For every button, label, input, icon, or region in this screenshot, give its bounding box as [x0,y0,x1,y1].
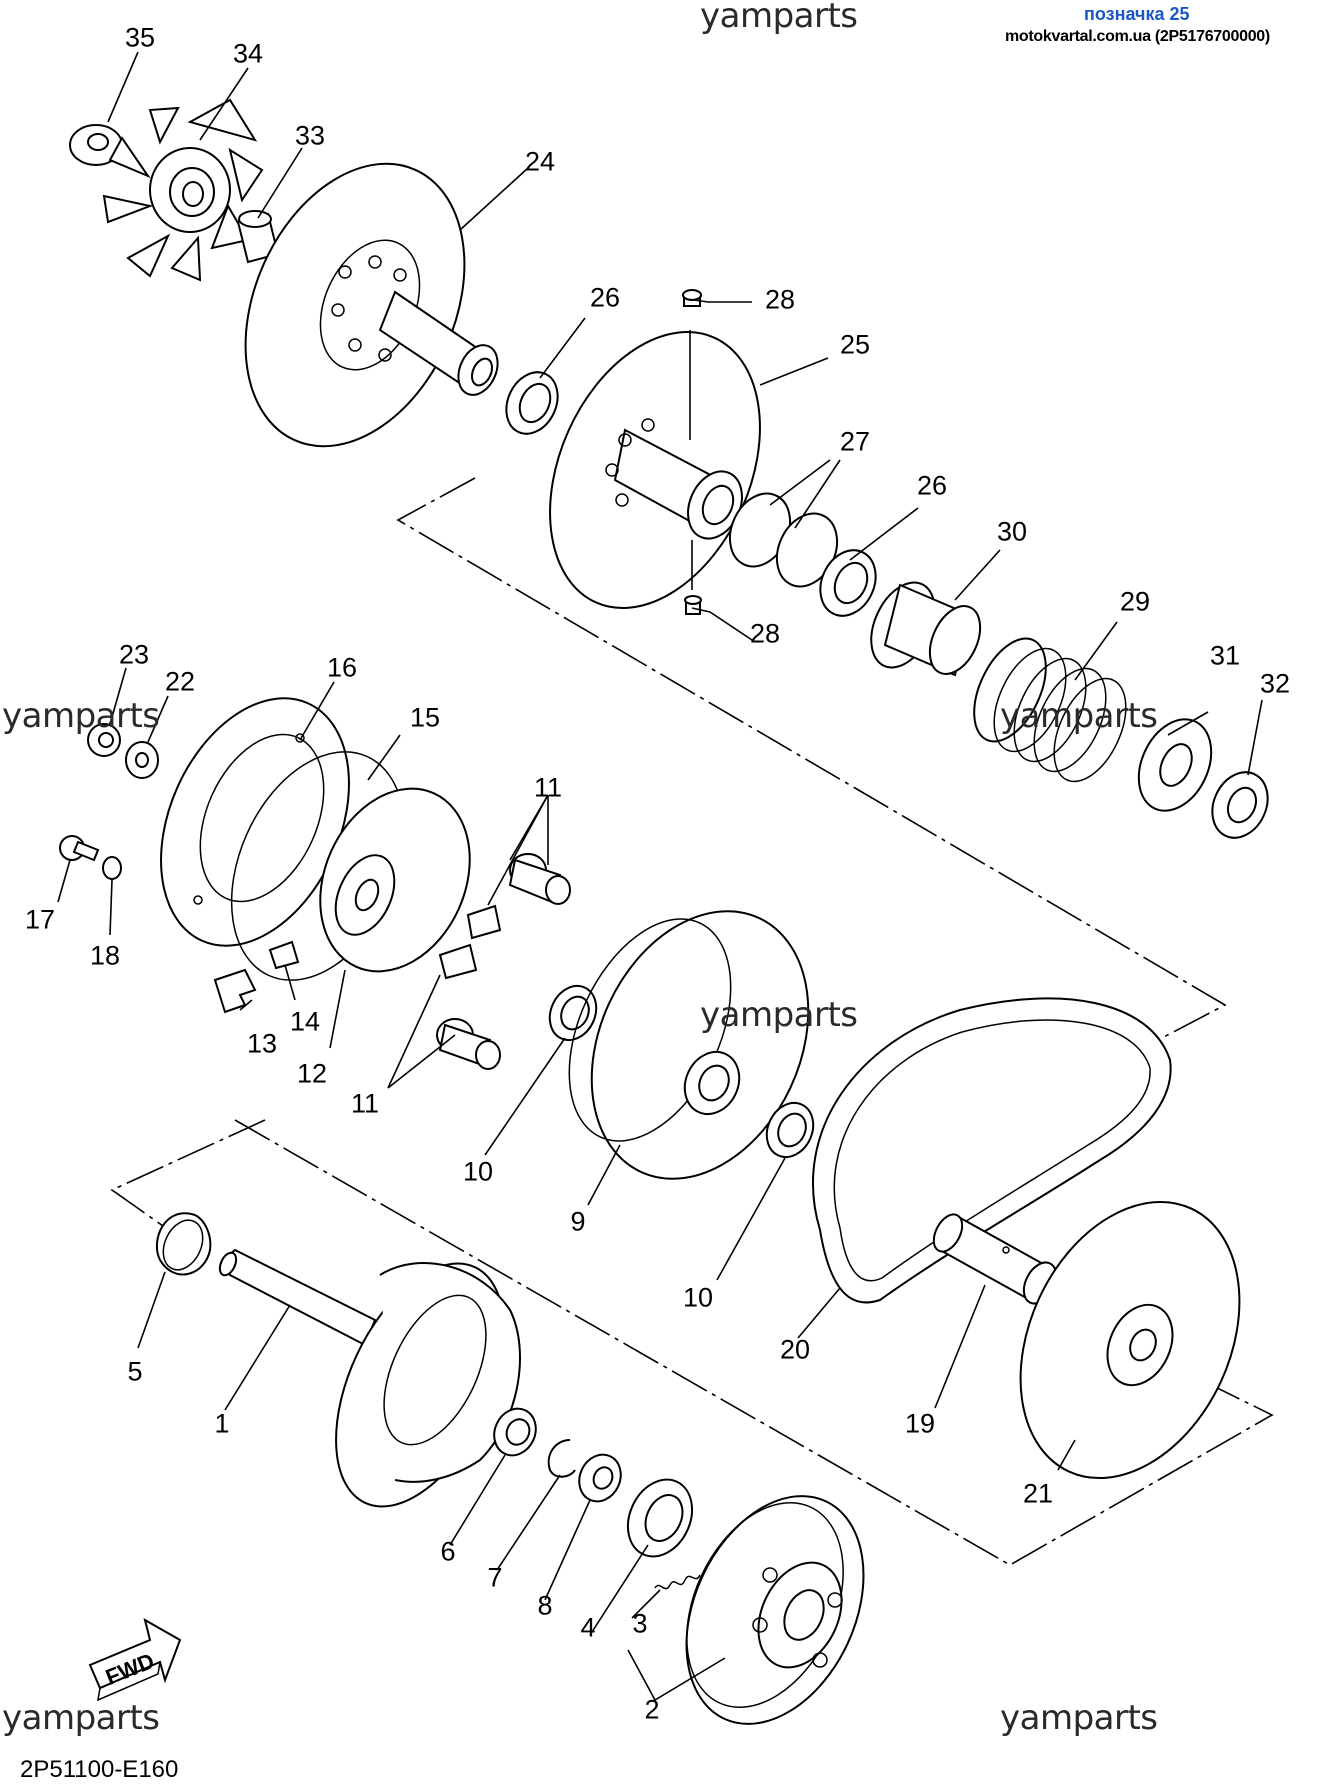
part-12-ramp-plate[interactable] [292,765,497,996]
part-20-v-belt[interactable] [812,997,1172,1304]
callout-28[interactable]: 28 [749,618,781,649]
part-14-slider[interactable] [268,940,300,970]
callout-3[interactable]: 3 [632,1608,648,1639]
part-32-nut[interactable] [1202,763,1278,847]
callout-34[interactable]: 34 [232,38,264,69]
callout-28[interactable]: 28 [764,284,796,315]
part-13-slider[interactable] [213,968,257,1014]
callout-33[interactable]: 33 [294,120,326,151]
part-28-guide-lower[interactable] [684,595,702,615]
callout-4[interactable]: 4 [580,1612,596,1643]
callout-27[interactable]: 27 [839,426,871,457]
header-badge-label: позначка 25 [1084,4,1190,24]
part-31-washer[interactable] [1125,708,1225,823]
callout-7[interactable]: 7 [487,1562,503,1593]
part-8-nut[interactable] [572,1448,629,1508]
part-6-bearing[interactable] [487,1402,544,1462]
header-badge-source: motokvartal.com.ua (2P5176700000) [1005,28,1270,45]
part-2-clutch-carrier[interactable] [652,1467,898,1752]
part-26-oil-seal-lower[interactable] [810,541,886,625]
part-3-spring[interactable] [654,1574,701,1590]
part-11-weight-c[interactable] [438,943,478,980]
callout-19[interactable]: 19 [904,1408,936,1439]
part-25-primary-sliding-sheave[interactable] [509,299,801,641]
leader-lines [57,51,1263,1702]
watermark: yamparts [1000,696,1158,736]
part-1-secondary-shaft-housing[interactable] [217,1238,539,1533]
callout-22[interactable]: 22 [164,666,196,697]
callout-17[interactable]: 17 [24,904,56,935]
part-17-bolt[interactable] [59,835,100,862]
part-19-guide-pin[interactable] [928,1210,1063,1309]
part-7-circlip[interactable] [547,1439,576,1478]
callout-18[interactable]: 18 [89,940,121,971]
callout-2[interactable]: 2 [644,1694,660,1725]
callout-8[interactable]: 8 [537,1590,553,1621]
part-21-secondary-sheave-sliding[interactable] [978,1166,1282,1513]
callout-23[interactable]: 23 [118,639,150,670]
part-30-spring-seat[interactable] [859,572,991,682]
callout-29[interactable]: 29 [1119,586,1151,617]
part-5-circlip[interactable] [155,1212,212,1276]
callout-16[interactable]: 16 [326,652,358,683]
part-22-washer[interactable] [125,741,159,779]
part-11-weight-b[interactable] [466,904,502,940]
watermark: yamparts [700,995,858,1035]
part-23-nut[interactable] [87,723,121,757]
part-10-oil-seal-lower[interactable] [758,1095,822,1164]
watermark: yamparts [700,0,858,36]
part-11-weight-a[interactable] [508,853,571,905]
callout-32[interactable]: 32 [1259,668,1291,699]
part-28-guide-upper[interactable] [682,289,702,307]
part-10-oil-seal-upper[interactable] [541,978,605,1047]
watermark: yamparts [2,1698,160,1738]
part-26-oil-seal-upper[interactable] [497,364,568,442]
callout-21[interactable]: 21 [1022,1478,1054,1509]
callout-6[interactable]: 6 [440,1536,456,1567]
part-4-nut[interactable] [616,1469,704,1567]
part-34-cooling-fan[interactable] [102,98,264,282]
callout-10[interactable]: 10 [682,1282,714,1313]
callout-9[interactable]: 9 [570,1206,586,1237]
callout-14[interactable]: 14 [289,1006,321,1037]
callout-11[interactable]: 11 [350,1088,380,1119]
diagram-code: 2P51100-E160 [20,1756,179,1783]
callout-30[interactable]: 30 [996,516,1028,547]
callout-1[interactable]: 1 [214,1408,230,1439]
callout-24[interactable]: 24 [524,146,556,177]
watermark: yamparts [1000,1698,1158,1738]
callout-5[interactable]: 5 [127,1356,143,1387]
callout-11[interactable]: 11 [533,772,563,803]
callout-13[interactable]: 13 [246,1028,278,1059]
callout-20[interactable]: 20 [779,1334,811,1365]
part-29-compression-spring[interactable] [960,627,1141,792]
part-9-secondary-sheave-fixed[interactable] [537,876,850,1214]
callout-10[interactable]: 10 [462,1156,494,1187]
part-11-weight-d[interactable] [436,1018,501,1070]
callout-26[interactable]: 26 [589,282,621,313]
callout-15[interactable]: 15 [409,702,441,733]
callout-31[interactable]: 31 [1209,640,1241,671]
part-24-primary-fixed-sheave[interactable] [203,129,506,481]
watermark: yamparts [2,696,160,736]
callout-35[interactable]: 35 [124,22,156,53]
fwd-arrow-icon: FWD [88,1617,182,1702]
callout-25[interactable]: 25 [839,329,871,360]
callout-12[interactable]: 12 [296,1058,328,1089]
part-18-washer[interactable] [102,856,122,880]
callout-26[interactable]: 26 [916,470,948,501]
